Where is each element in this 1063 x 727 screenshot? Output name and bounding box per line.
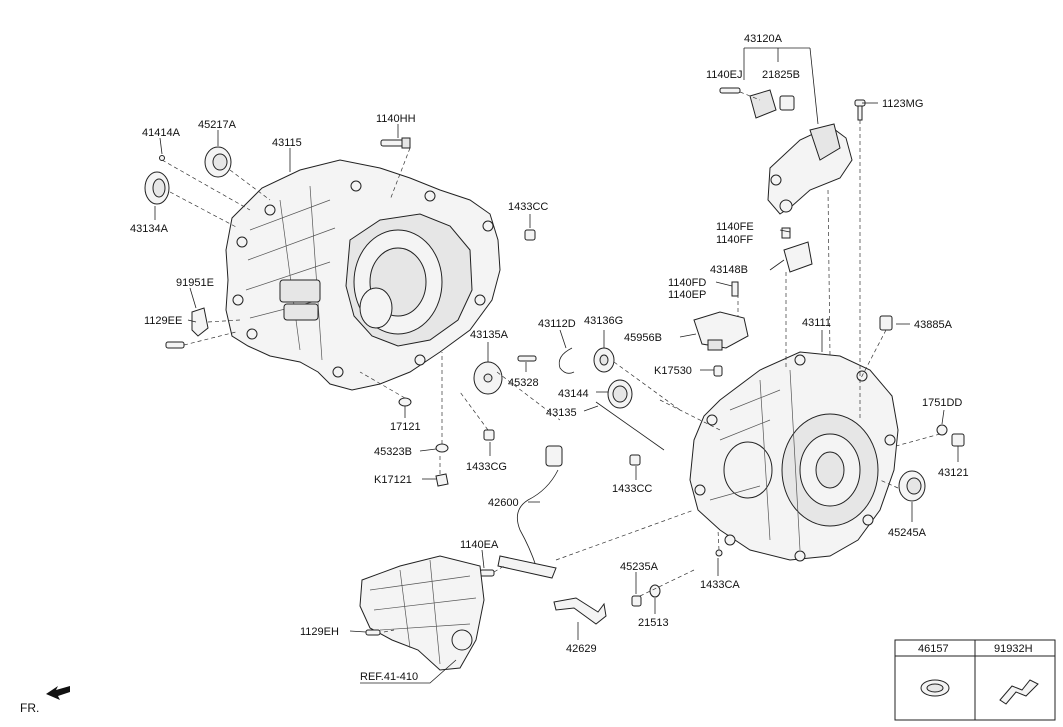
label-43148B: 43148B xyxy=(710,264,748,276)
label-1140EP: 1140EP xyxy=(668,289,706,301)
label-1140EA: 1140EA xyxy=(460,539,499,551)
legend-46157: 46157 xyxy=(918,643,949,655)
plug-43121 xyxy=(951,433,965,447)
plug-1433CC-top xyxy=(524,229,536,241)
label-43144: 43144 xyxy=(558,388,589,400)
clip-43112D xyxy=(558,347,575,374)
legend-91932H: 91932H xyxy=(994,643,1033,655)
washer-1751DD xyxy=(936,424,948,436)
plug-1433CC-mid xyxy=(629,454,641,466)
bolt-1140EA xyxy=(479,569,495,577)
nut-K17121 xyxy=(435,473,449,487)
front-label: FR. xyxy=(20,701,39,715)
transaxle-case-43111 xyxy=(689,351,899,562)
callout-labels: 43120A 1140EJ 21825B 1123MG 41414A 45217… xyxy=(130,33,969,683)
plug-43885A xyxy=(879,315,893,331)
plug-1433CA xyxy=(715,549,723,557)
label-42629: 42629 xyxy=(566,643,597,655)
label-1140EJ: 1140EJ xyxy=(706,69,743,81)
clip-91932H-icon xyxy=(999,679,1039,705)
label-1140HH: 1140HH xyxy=(376,113,416,125)
bolt-1140FD xyxy=(731,281,739,297)
seal-43134A xyxy=(144,171,170,205)
bracket-91951E xyxy=(191,307,209,337)
bolt-1123MG xyxy=(854,99,866,121)
plug-1433CG xyxy=(483,429,495,441)
label-21825B: 21825B xyxy=(762,69,800,81)
plug-K17530 xyxy=(713,365,723,377)
label-91951E: 91951E xyxy=(176,277,214,289)
label-43136G: 43136G xyxy=(584,315,623,327)
label-K17530: K17530 xyxy=(654,365,692,377)
label-45235A: 45235A xyxy=(620,561,659,573)
label-1140FF: 1140FF xyxy=(716,234,753,246)
label-1433CC-top: 1433CC xyxy=(508,201,548,213)
label-1123MG: 1123MG xyxy=(882,98,923,110)
label-K17121: K17121 xyxy=(374,474,412,486)
label-43885A: 43885A xyxy=(914,319,953,331)
label-17121: 17121 xyxy=(390,421,421,433)
label-1140FD: 1140FD xyxy=(668,277,706,289)
shaft-43135 xyxy=(595,401,665,451)
label-45323B: 45323B xyxy=(374,446,412,458)
plate-43135A xyxy=(473,361,503,395)
label-45245A: 45245A xyxy=(888,527,927,539)
front-direction-indicator: FR. xyxy=(20,686,70,715)
gasket-21513 xyxy=(649,584,661,598)
callout-leaders xyxy=(154,47,959,684)
label-43120A: 43120A xyxy=(744,33,783,45)
label-43134A: 43134A xyxy=(130,223,169,235)
plug-41414A xyxy=(159,155,165,161)
washer-17121 xyxy=(398,397,412,407)
label-1140FE: 1140FE xyxy=(716,221,754,233)
bracket-42629 xyxy=(553,597,607,625)
label-43112D: 43112D xyxy=(538,318,576,330)
bolt-1129EE xyxy=(165,341,185,349)
washer-45323B xyxy=(435,443,449,453)
label-1129EH: 1129EH xyxy=(300,626,339,638)
label-1433CA: 1433CA xyxy=(700,579,740,591)
oil-seal-43144 xyxy=(607,379,633,409)
label-1129EE: 1129EE xyxy=(144,315,182,327)
clutch-housing-43115 xyxy=(225,159,501,391)
front-arrow-icon xyxy=(46,686,70,700)
seal-45245A xyxy=(898,470,926,502)
label-45217A: 45217A xyxy=(198,119,237,131)
label-45956B: 45956B xyxy=(624,332,662,344)
mount-bracket-43120A xyxy=(719,87,853,215)
bolt-45328 xyxy=(517,355,537,362)
label-41414A: 41414A xyxy=(142,127,181,139)
washer-43136G xyxy=(593,347,615,373)
wire-harness-42600 xyxy=(497,445,563,579)
speed-sensor-45956B xyxy=(693,311,749,351)
plug-45235A xyxy=(631,595,642,607)
label-45328: 45328 xyxy=(508,377,539,389)
label-43111: 43111 xyxy=(802,317,831,329)
label-1433CC-mid: 1433CC xyxy=(612,483,652,495)
label-43115: 43115 xyxy=(272,137,302,149)
label-21513: 21513 xyxy=(638,617,669,629)
label-1751DD: 1751DD xyxy=(922,397,962,409)
label-43135: 43135 xyxy=(546,407,577,419)
shift-assembly-ref xyxy=(359,555,485,671)
seal-45217A xyxy=(204,146,232,178)
dashed-assembly-lines xyxy=(161,91,941,633)
label-1433CG: 1433CG xyxy=(466,461,507,473)
seal-46157-icon xyxy=(920,679,950,697)
bolt-1140HH xyxy=(380,137,411,149)
label-42600: 42600 xyxy=(488,497,519,509)
label-ref: REF.41-410 xyxy=(360,671,418,683)
legend-table: 46157 91932H xyxy=(894,639,1056,721)
label-43135A: 43135A xyxy=(470,329,509,341)
label-43121: 43121 xyxy=(938,467,969,479)
bracket-43148B xyxy=(781,227,813,273)
